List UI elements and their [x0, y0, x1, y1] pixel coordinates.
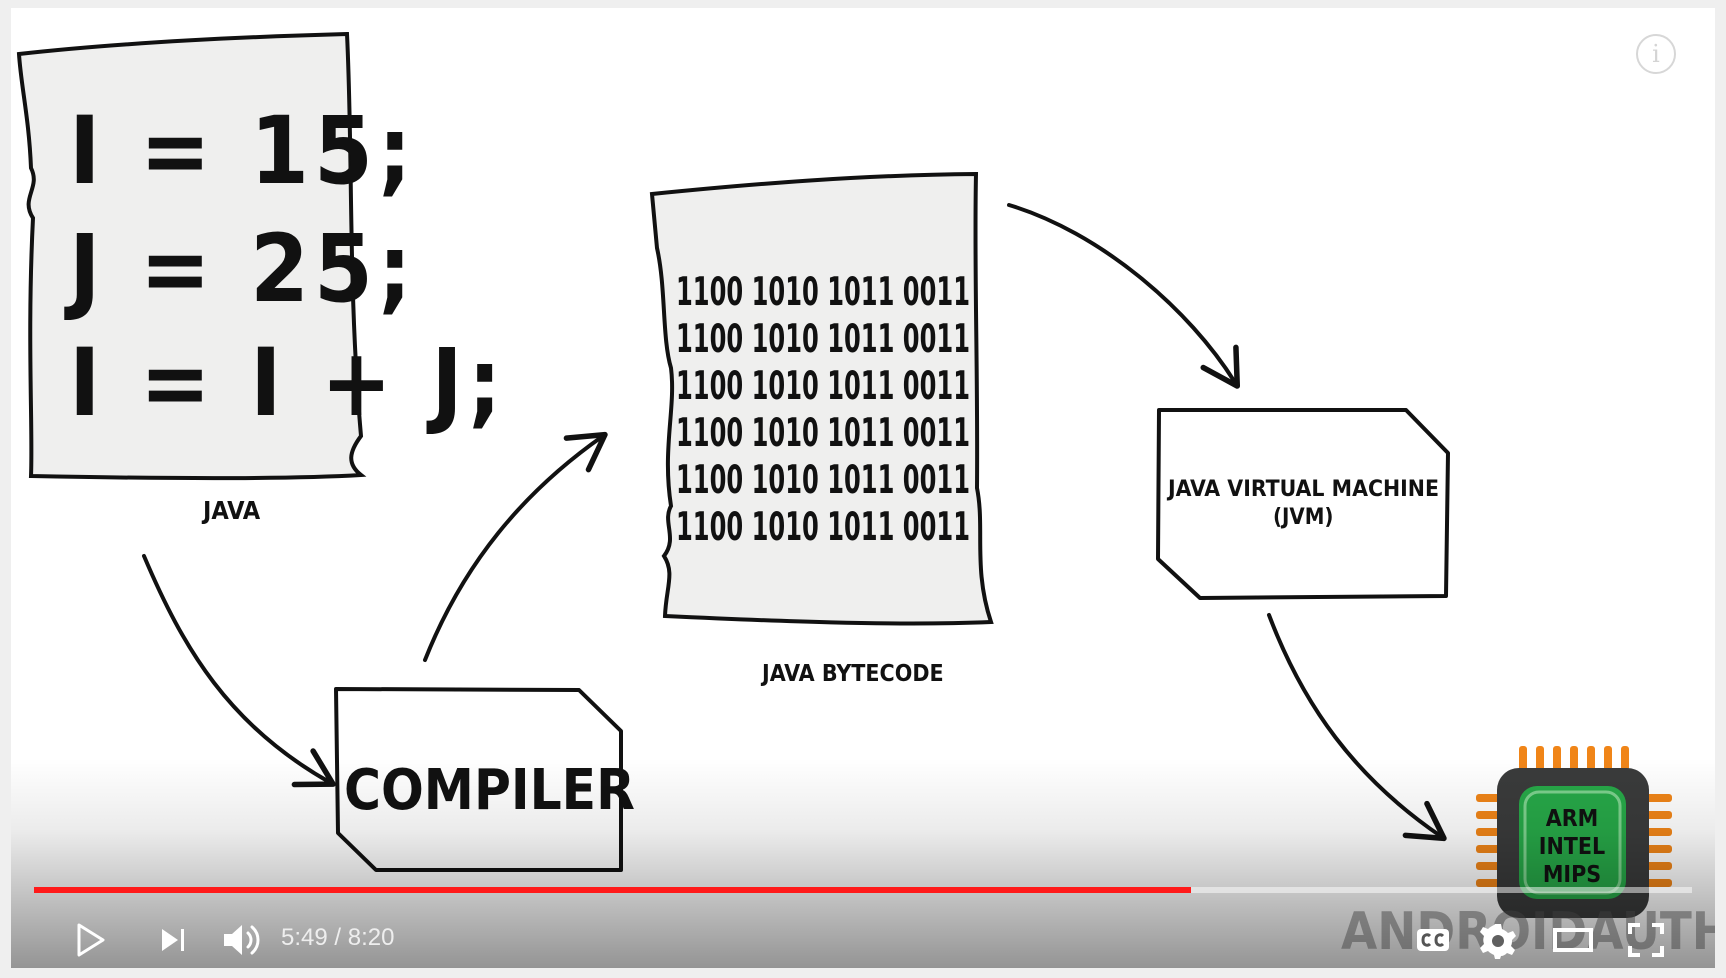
bytecode-line-6: 1100 1010 1011 0011 [676, 505, 970, 550]
bytecode-to-jvm-arrow [1007, 203, 1241, 389]
fullscreen-icon [1628, 923, 1664, 957]
jvm-card: JAVA VIRTUAL MACHINE (JVM) [1156, 408, 1450, 600]
play-icon [77, 923, 105, 957]
bytecode-line-5: 1100 1010 1011 0011 [676, 458, 970, 503]
compiler-label: COMPILER [344, 758, 635, 823]
jvm-to-cpu-arrow [1267, 613, 1447, 842]
java-label: JAVA [201, 496, 261, 525]
jvm-box [1156, 408, 1450, 600]
play-button[interactable] [66, 916, 116, 964]
progress-played [34, 887, 1192, 893]
compiler-to-bytecode-arrow [423, 431, 608, 662]
volume-icon [224, 925, 260, 955]
progress-bar[interactable] [34, 887, 1692, 893]
bytecode-card: 1100 1010 1011 0011 1100 1010 1011 0011 … [649, 171, 994, 626]
compiler-card: COMPILER [334, 687, 635, 872]
video-frame: I = 15; J = 25; I = I + J; JAVA COMPILER… [16, 31, 1672, 918]
bytecode-label: JAVA BYTECODE [760, 661, 944, 687]
bytecode-line-3: 1100 1010 1011 0011 [676, 364, 970, 409]
watermark: ANDROIDAUTHORITY [1341, 903, 1715, 961]
bytecode-line-4: 1100 1010 1011 0011 [676, 411, 970, 456]
settings-button[interactable] [1476, 916, 1520, 964]
cpu-chip-icon: ARM INTEL MIPS [1476, 746, 1672, 918]
bytecode-paper [649, 171, 994, 626]
bytecode-line-1: 1100 1010 1011 0011 [676, 270, 970, 315]
theater-mode-icon [1553, 928, 1593, 952]
settings-gear-icon [1480, 924, 1516, 959]
java-source-paper [16, 31, 367, 481]
jvm-label-line-2: (JVM) [1273, 505, 1333, 530]
video-player[interactable]: I = 15; J = 25; I = I + J; JAVA COMPILER… [11, 8, 1715, 968]
info-button[interactable]: i [1636, 34, 1676, 74]
captions-icon [1417, 929, 1449, 951]
compiler-box [334, 687, 623, 872]
cpu-label-intel: INTEL [1539, 834, 1605, 860]
skip-next-icon [162, 929, 184, 951]
bytecode-line-2: 1100 1010 1011 0011 [676, 317, 970, 362]
jvm-label-line-1: JAVA VIRTUAL MACHINE [1166, 477, 1439, 502]
volume-button[interactable] [218, 916, 266, 964]
java-code-line-1: I = 15; [69, 97, 417, 206]
cpu-label-mips: MIPS [1543, 862, 1601, 888]
fullscreen-button[interactable] [1622, 916, 1670, 964]
next-button[interactable] [147, 916, 199, 964]
time-display: 5:49 / 8:20 [281, 924, 395, 951]
java-source-card: I = 15; J = 25; I = I + J; [16, 31, 507, 481]
theater-mode-button[interactable] [1547, 916, 1599, 964]
java-code-line-3: I = I + J; [69, 329, 507, 438]
java-to-compiler-arrow [142, 554, 336, 788]
cpu-label-arm: ARM [1546, 806, 1599, 832]
captions-button[interactable] [1411, 916, 1455, 964]
java-code-line-2: J = 25; [64, 215, 417, 324]
